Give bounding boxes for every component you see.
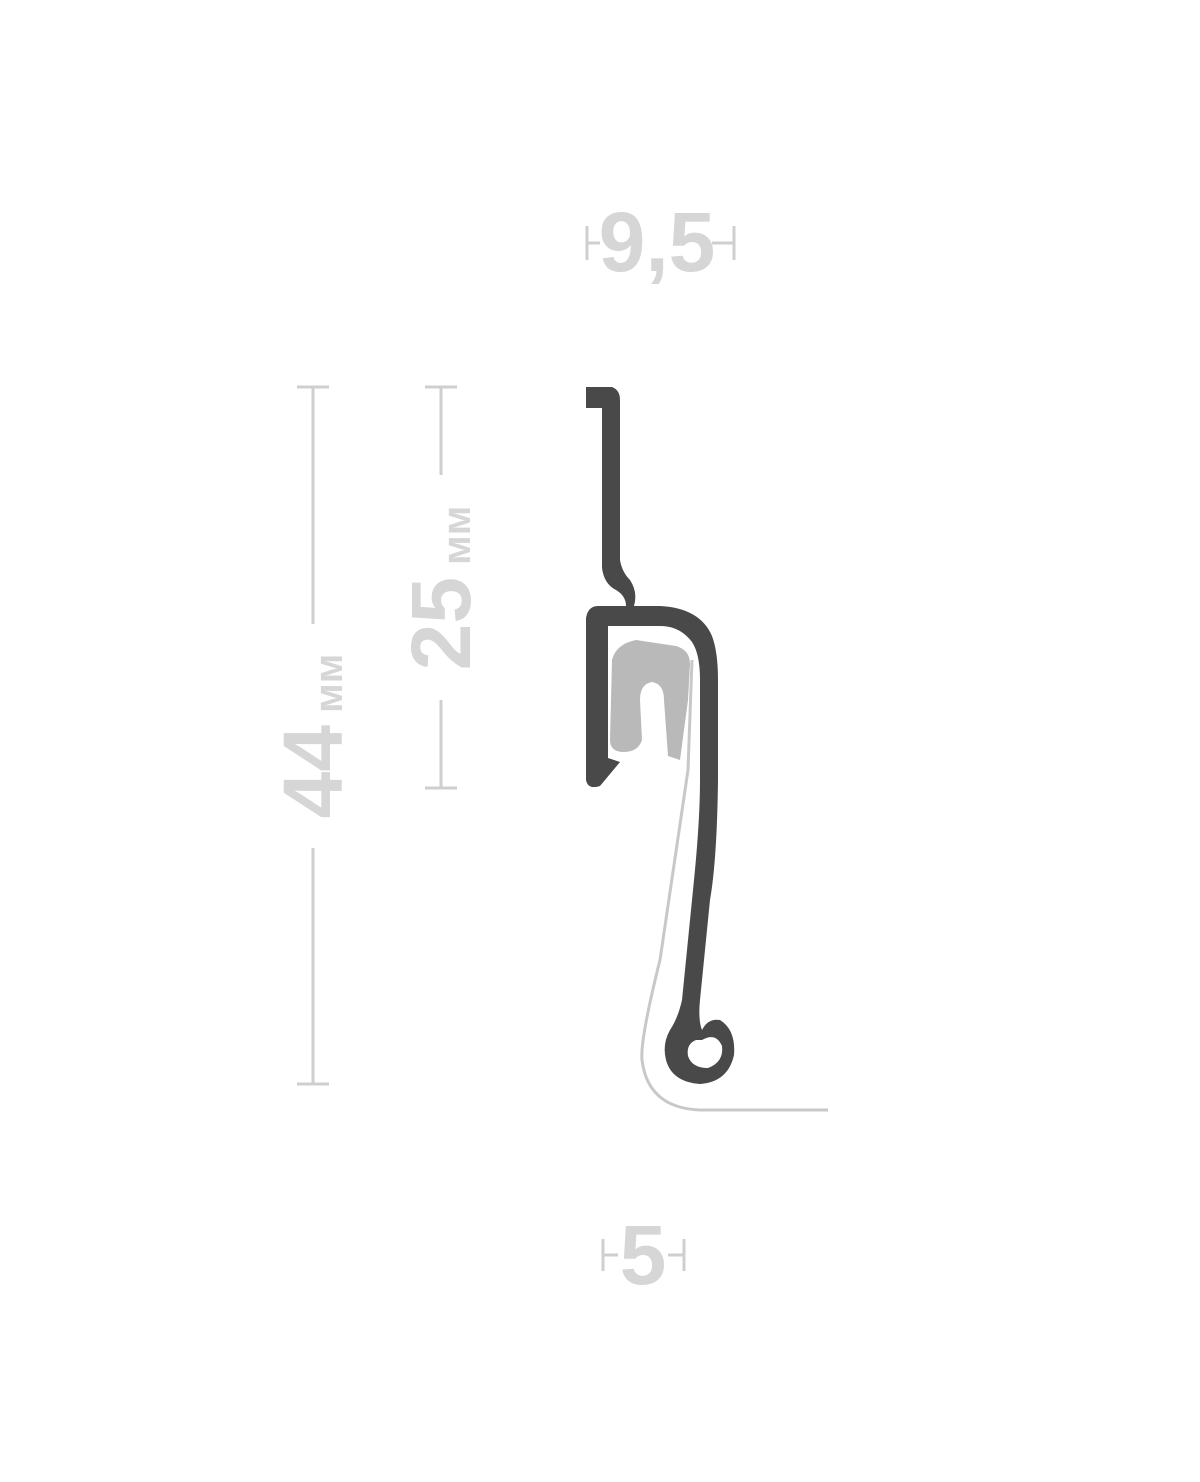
bottom-width-label: 5 [620,1208,667,1302]
profile-channel-hook [586,606,735,1084]
aluminum-profile [586,387,735,1084]
total-height-value: 44 [266,725,360,819]
total-height-label: 44 мм [266,654,360,819]
upper-height-label: 25 мм [394,506,488,671]
total-height-dimension: 44 мм [266,385,360,1086]
diffuser-film [640,659,828,1112]
upper-height-dimension: 25 мм [394,385,488,790]
profile-upper-flange [586,387,636,606]
upper-height-value: 25 [394,577,488,670]
led-insert [610,640,690,760]
bottom-width-dimension: 5 [601,1208,686,1302]
upper-height-unit: мм [435,506,479,565]
top-width-dimension: 9,5 [585,195,736,289]
profile-hook-hole [687,1037,723,1068]
total-height-unit: мм [307,654,351,713]
top-width-label: 9,5 [599,195,716,289]
